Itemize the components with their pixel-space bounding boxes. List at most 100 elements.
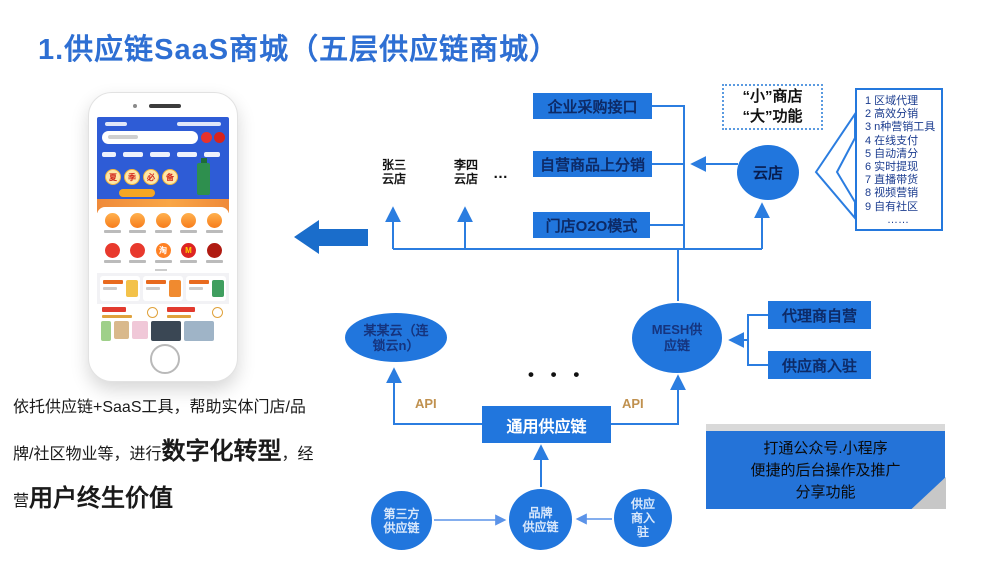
label-lisi-store: 李四 云店 [453,158,478,186]
banner-cta-pill[interactable] [119,189,155,197]
app-icon[interactable] [178,213,200,233]
node-supplier-join: 供应 商入 驻 [614,489,672,547]
label-zhangsan-store: 张三 云店 [381,158,406,186]
deals-title-bar [167,307,195,312]
node-thirdparty-supply-chain: 第三方 供应链 [371,491,432,550]
promo-banner: 打通公众号.小程序 便捷的后台操作及推广 分享功能 [706,431,945,509]
mini-card[interactable] [186,276,226,301]
promo-banner-top-strip [706,424,945,431]
node-enterprise-purchase: 企业采购接口 [533,93,652,119]
timer-icon [212,307,223,318]
node-supplier-entry: 供应商入驻 [768,351,871,379]
search-placeholder-bar [108,135,138,139]
banner-coin-row: 夏 季 必 备 [105,169,178,185]
label-more-stores: … [493,165,508,182]
tab-item[interactable] [102,152,116,157]
intro-highlight: 用户终生价值 [29,485,174,512]
app-header: 夏 季 必 备 [97,117,229,213]
product-thumbnails [101,321,225,341]
deals-title-bar [102,307,126,312]
intro-text: 依托供应链+SaaS工具，帮助实体门店/品牌/社区物业等，进行 [13,399,306,463]
bracket-agent-supplier [747,314,768,366]
status-battery-bar [177,122,221,126]
icon-row-services [101,213,225,233]
tab-item[interactable] [177,152,197,157]
banner-coin: 必 [143,169,159,185]
phone-home-button [150,344,180,374]
timer-icon [147,307,158,318]
node-selfrun-distribution: 自营商品上分销 [533,151,652,177]
deals-subtitle-bar [102,315,132,318]
mini-card-row [97,273,229,304]
arrow-api-right [611,374,686,425]
node-chain-cloud: 某某云（连 锁云n） [345,313,447,362]
search-input[interactable] [102,131,198,144]
feature-item: 7 直播带货 [865,174,919,187]
arrow-api-left [386,367,482,425]
intro-highlight: 数字化转型 [161,438,282,465]
banner-coin: 备 [162,169,178,185]
header-badge-icon[interactable] [201,132,212,143]
feature-item: 8 视频营销 [865,187,919,200]
status-carrier-bar [105,122,127,126]
page-title: 1.供应链SaaS商城（五层供应链商城） [38,34,560,66]
product-thumb[interactable] [151,321,181,341]
label-ellipsis-middle: • • • [528,365,586,384]
app-icon[interactable] [152,213,174,233]
feature-item: 4 在线支付 [865,134,919,147]
intro-text: ，经营 [13,446,314,510]
feature-item: …… [887,213,909,226]
banner-coin: 夏 [105,169,121,185]
phone-screen: 夏 季 必 备 [97,117,229,343]
node-mesh-supply-chain: MESH供 应链 [632,303,722,373]
app-icon[interactable] [127,213,149,233]
product-thumb[interactable] [132,321,148,339]
mcdonalds-icon[interactable]: M [178,243,200,263]
feature-item: 3 n种营销工具 [865,121,936,134]
phone-speaker [149,104,181,108]
mini-card[interactable] [143,276,183,301]
phone-camera-dot [133,104,137,108]
label-api-right: API [622,396,644,411]
big-left-arrow [294,220,368,254]
tab-item[interactable] [123,152,143,157]
product-thumb[interactable] [184,321,214,341]
app-icon[interactable] [101,213,123,233]
node-universal-supply-chain: 通用供应链 [482,406,611,443]
intro-paragraph: 依托供应链+SaaS工具，帮助实体门店/品牌/社区物业等，进行数字化转型，经营用… [13,386,323,524]
mini-card[interactable] [100,276,140,301]
icon-row-brands: 淘 M [101,243,225,263]
phone-mockup: 夏 季 必 备 [88,92,238,382]
feature-item: 5 自动清分 [865,147,919,160]
tab-item[interactable] [150,152,170,157]
node-o2o-mode: 门店O2O模式 [533,212,650,238]
feature-list-box: 1 区域代理 2 高效分销 3 n种营销工具 4 在线支付 5 自动清分 6 实… [855,88,943,231]
product-bottle [197,163,210,195]
feature-item: 6 实时提现 [865,160,919,173]
header-cart-icon[interactable] [214,132,225,143]
note-small-shop-big-function: “小”商店 “大”功能 [722,84,823,130]
banner-coin: 季 [124,169,140,185]
deals-subtitle-bar [167,315,191,318]
product-thumb[interactable] [101,321,111,341]
product-thumb[interactable] [114,321,129,339]
tab-item[interactable] [204,152,220,157]
taobao-icon[interactable]: 淘 [152,243,174,263]
feature-item: 9 自有社区 [865,200,919,213]
feature-item: 2 高效分销 [865,108,919,121]
label-api-left: API [415,396,437,411]
app-icon-panel: 淘 M [97,207,229,273]
brand-icon[interactable] [203,243,225,263]
node-brand-supply-chain: 品牌 供应链 [509,489,572,550]
brand-icon[interactable] [127,243,149,263]
product-bottle-cap [201,158,207,164]
brand-icon[interactable] [101,243,123,263]
category-tabs[interactable] [102,152,224,157]
connector-box-bus [650,105,685,249]
node-cloud-store: 云店 [737,145,799,200]
app-icon[interactable] [203,213,225,233]
deals-section [97,304,229,343]
page-indicator [155,269,167,271]
